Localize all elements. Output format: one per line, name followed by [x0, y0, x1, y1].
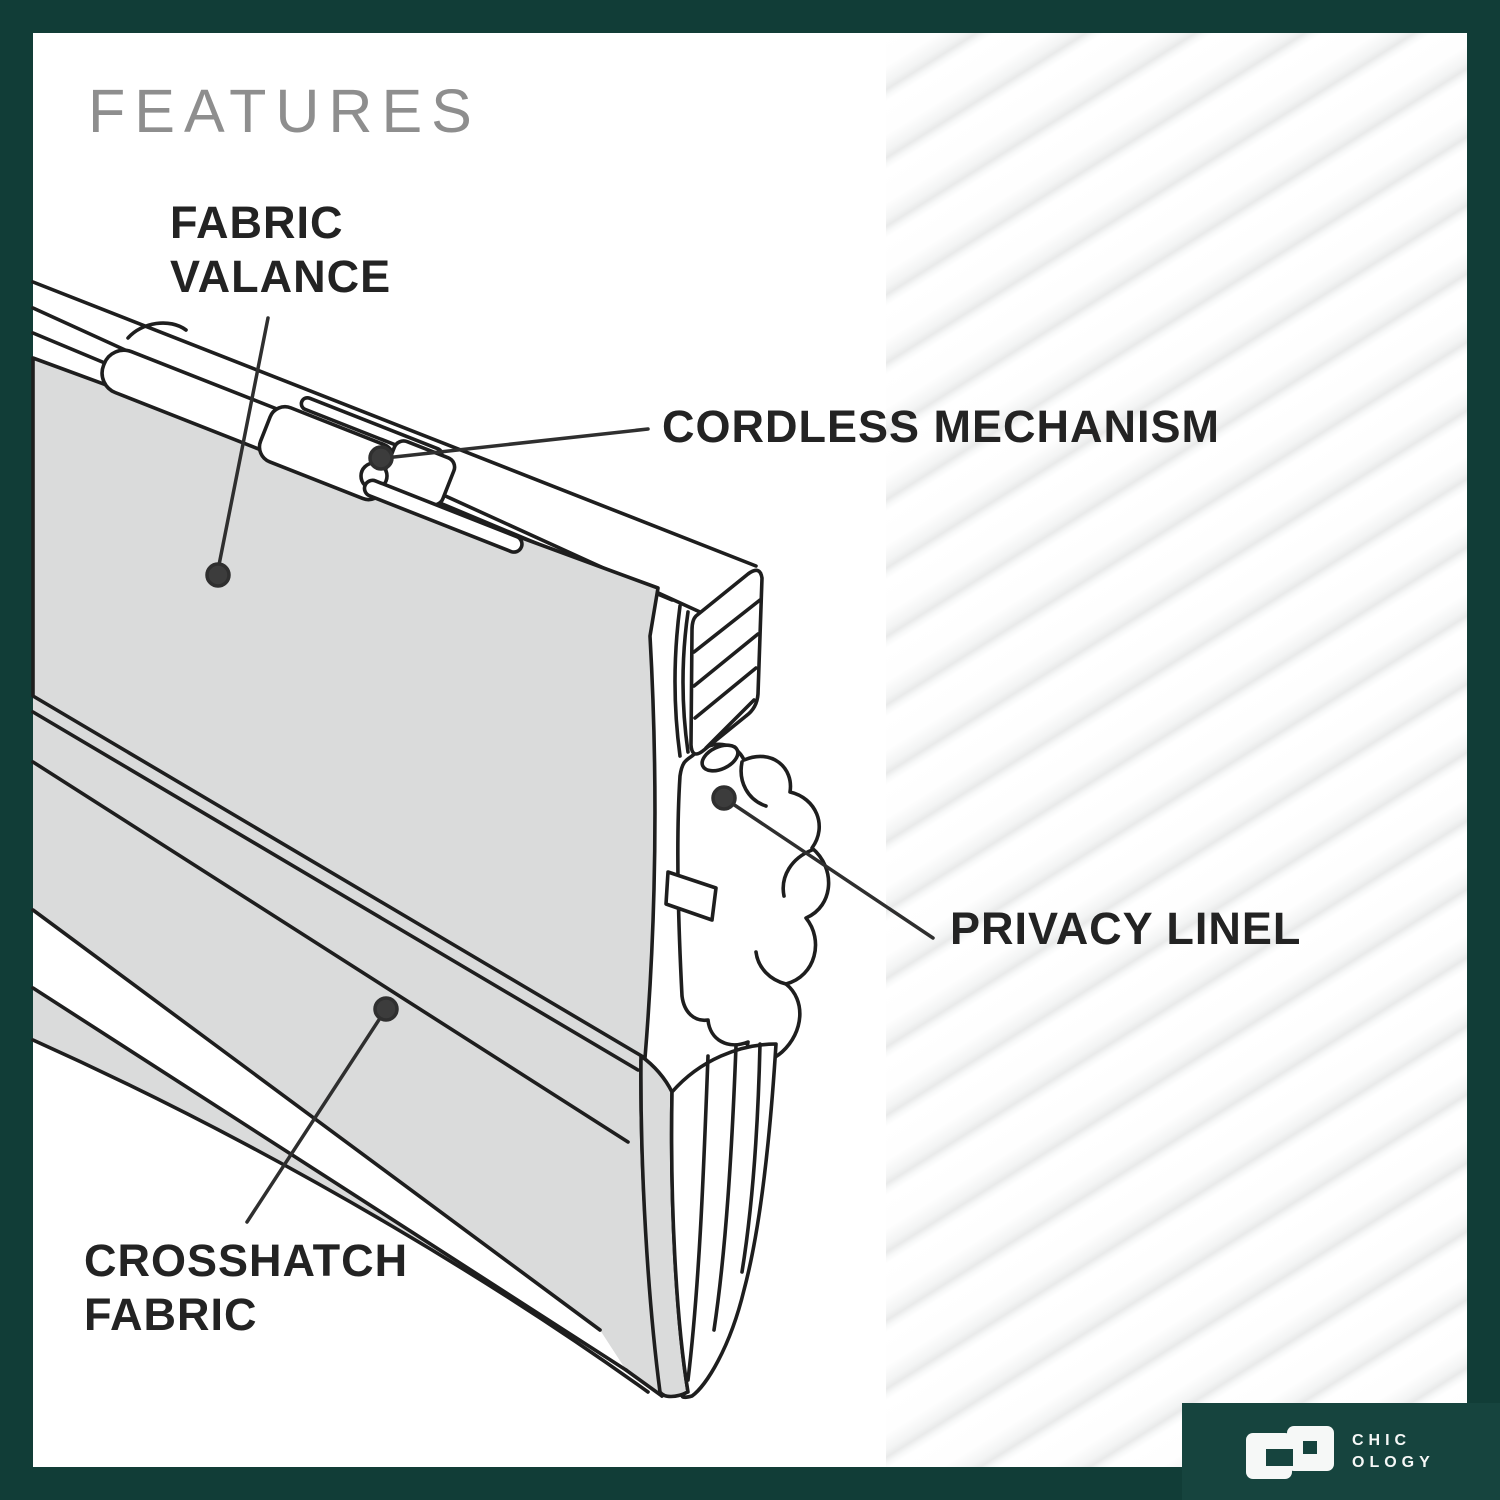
label-line: FABRIC	[170, 197, 344, 248]
leader-cordless-mechanism	[383, 427, 650, 460]
label-line: PRIVACY LINEL	[950, 903, 1302, 954]
label-fabric-valance: FABRIC VALANCE	[170, 196, 391, 304]
privacy-liner	[664, 742, 831, 1063]
dot-privacy-liner	[711, 785, 737, 811]
page-title: FEATURES	[88, 77, 481, 145]
label-crosshatch-fabric: CROSSHATCH FABRIC	[84, 1234, 408, 1342]
label-cordless-mechanism: CORDLESS MECHANISM	[662, 400, 1220, 454]
label-privacy-liner: PRIVACY LINEL	[950, 902, 1301, 956]
dot-fabric-valance	[205, 562, 231, 588]
brand-lockup: CHIC OLOGY	[1246, 1425, 1435, 1479]
leader-crosshatch-fabric	[245, 1007, 388, 1224]
brand-wordmark-line: OLOGY	[1352, 1453, 1435, 1471]
label-line: CORDLESS MECHANISM	[662, 401, 1221, 452]
leader-fabric-valance	[216, 316, 270, 572]
fold-line	[31, 760, 630, 1144]
brand-tab: CHIC OLOGY	[1182, 1403, 1500, 1500]
cordless-mechanism	[100, 321, 524, 554]
bottom-folds	[639, 1042, 778, 1400]
callout-leaders	[205, 316, 935, 1224]
brand-wordmark: CHIC OLOGY	[1352, 1430, 1435, 1474]
label-line: CROSSHATCH	[84, 1235, 409, 1286]
dot-cordless-mechanism	[368, 445, 394, 471]
label-line: FABRIC	[84, 1289, 258, 1340]
chicology-squares-monogram-icon	[1246, 1425, 1338, 1479]
leader-privacy-liner	[722, 796, 935, 940]
logo-c-notch	[1266, 1448, 1293, 1466]
label-line: VALANCE	[170, 251, 392, 302]
crosshatch-fabric-swatch	[886, 33, 1467, 1467]
logo-o-hole	[1303, 1440, 1317, 1454]
dot-crosshatch-fabric	[373, 996, 399, 1022]
brand-wordmark-line: CHIC	[1352, 1431, 1412, 1449]
headrail-end-cap	[673, 568, 764, 773]
